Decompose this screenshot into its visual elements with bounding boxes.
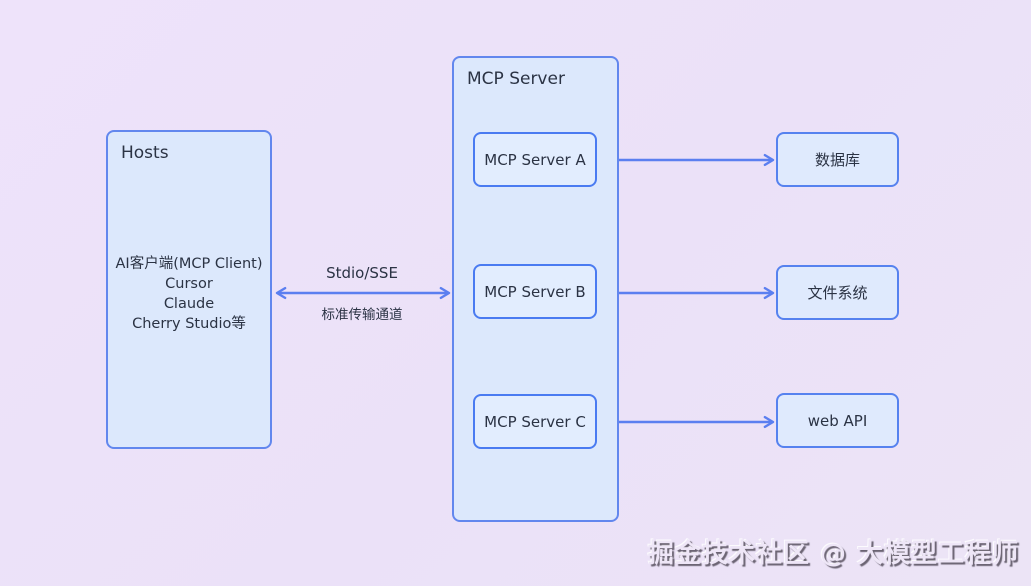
watermark-text: 掘金技术社区 @ 大模型工程师 xyxy=(647,539,1019,569)
database-label: 数据库 xyxy=(814,151,860,169)
mcp-server-b-node: MCP Server B xyxy=(473,264,597,319)
mcp-server-a-node: MCP Server A xyxy=(473,132,597,187)
hosts-client-list: AI客户端(MCP Client) Cursor Claude Cherry S… xyxy=(108,254,270,334)
transport-channel-label: 标准传输通道 xyxy=(321,307,403,323)
mcp-server-c-node: MCP Server C xyxy=(473,394,597,449)
mcp-server-c-label: MCP Server C xyxy=(484,412,586,431)
mcp-server-a-label: MCP Server A xyxy=(484,150,586,169)
client-item: Cursor xyxy=(165,276,213,292)
webapi-label: web API xyxy=(807,411,868,430)
webapi-node: web API xyxy=(776,393,899,448)
client-item: Claude xyxy=(163,296,215,312)
mcp-server-b-label: MCP Server B xyxy=(484,282,586,301)
filesystem-node: 文件系统 xyxy=(776,265,899,320)
client-item: AI客户端(MCP Client) xyxy=(115,256,263,272)
transport-protocol-label: Stdio/SSE xyxy=(326,264,398,282)
hosts-title: Hosts xyxy=(121,143,169,163)
hosts-node: Hosts AI客户端(MCP Client) Cursor Claude Ch… xyxy=(106,130,272,449)
filesystem-label: 文件系统 xyxy=(807,284,868,302)
database-node: 数据库 xyxy=(776,132,899,187)
client-item: Cherry Studio等 xyxy=(132,316,246,332)
mcp-server-group-title: MCP Server xyxy=(467,69,565,89)
